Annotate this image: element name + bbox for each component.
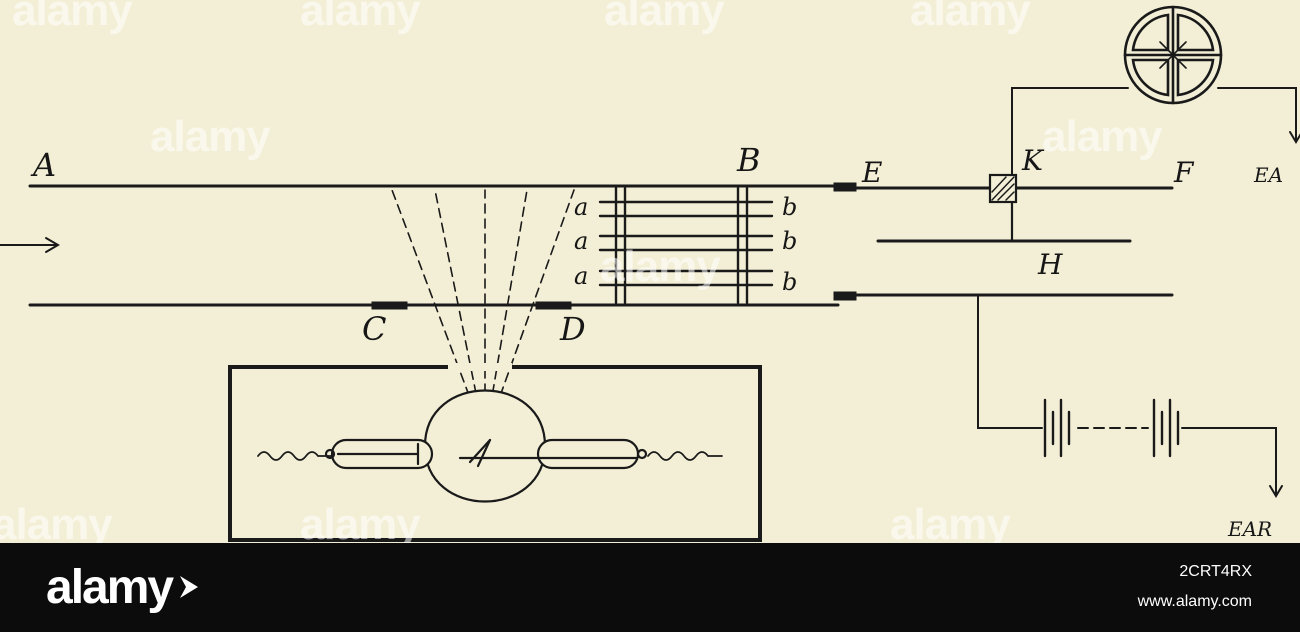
quadrant-electrometer (1123, 5, 1223, 105)
label-a-2: a (574, 227, 588, 255)
watermark: alamy (600, 242, 721, 291)
watermark: alamy (1042, 112, 1163, 161)
watermark: alamy (12, 0, 133, 35)
electrometer-wire-right (1217, 87, 1297, 141)
watermark: alamy (910, 0, 1031, 35)
diagram-svg: A B C D E F H K a a a b b b EA EAR (0, 5, 1300, 542)
xray-tube (257, 389, 723, 503)
watermark: alamy (150, 112, 271, 161)
joint-bottom-block (833, 291, 857, 301)
battery-cells-left (1043, 398, 1071, 458)
image-id-label: 2CRT4RX (1179, 563, 1252, 580)
label-a-1: a (574, 193, 588, 221)
watermark: alamy (300, 0, 421, 35)
site-url-link[interactable]: www.alamy.com (1137, 593, 1252, 610)
watermark: alamy (890, 500, 1011, 549)
label-k: K (1021, 144, 1045, 177)
earth-arrow-bottom (1269, 485, 1283, 498)
window-c-block (371, 301, 408, 310)
apparatus-diagram: A B C D E F H K a a a b b b EA EAR alamy… (0, 0, 1300, 543)
label-c: C (362, 310, 386, 348)
flow-arrow (0, 237, 60, 253)
joint-top-block (833, 182, 857, 192)
brand-logo[interactable]: alamy (46, 555, 202, 619)
label-b: B (736, 141, 761, 179)
xray-beam (391, 189, 575, 439)
logo-arrow-icon (180, 576, 199, 598)
label-a: A (30, 146, 56, 184)
label-b-1: b (782, 193, 797, 221)
insulator-k-hatch (991, 176, 1015, 201)
window-d-block (535, 301, 572, 310)
footer-bar: alamy 2CRT4RX www.alamy.com (0, 543, 1300, 632)
logo-text: alamy (46, 560, 174, 614)
watermark: alamy (604, 0, 725, 35)
label-e: E (861, 156, 882, 189)
battery-wire-left (977, 294, 1043, 429)
label-h: H (1037, 248, 1063, 281)
label-a-3: a (574, 262, 588, 290)
label-b-2: b (782, 227, 797, 255)
label-ea: EA (1253, 163, 1283, 187)
battery-cells-right (1152, 398, 1180, 458)
xray-box-aperture (448, 363, 512, 371)
plate-grid (598, 186, 774, 305)
label-d: D (559, 310, 586, 348)
electrometer-wire-left (1011, 87, 1129, 176)
label-ear: EAR (1227, 517, 1272, 541)
watermark: alamy (0, 500, 113, 549)
watermark: alamy (300, 500, 421, 549)
label-b-3: b (782, 268, 797, 296)
battery-wire-right (1181, 427, 1277, 495)
label-f: F (1173, 156, 1195, 189)
earth-arrow-top (1289, 131, 1300, 144)
